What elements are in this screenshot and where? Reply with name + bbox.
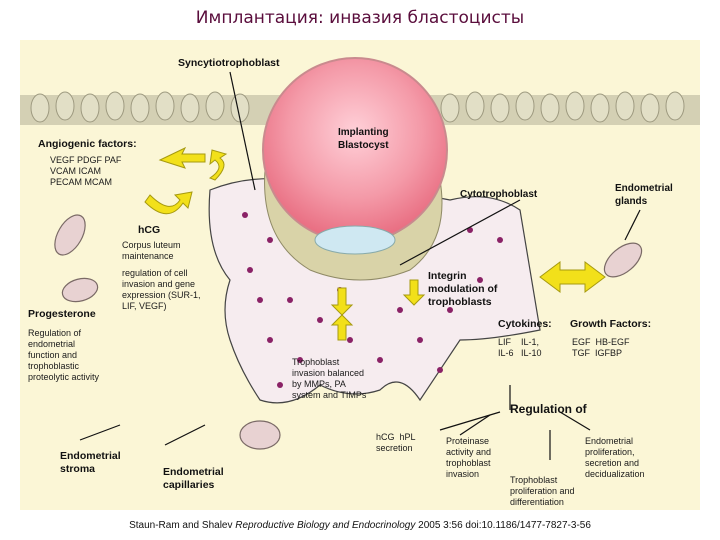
endometrial-stroma-label: Endometrial stroma [60,450,121,475]
regulation-trophoblast: Trophoblast proliferation and differenti… [510,475,575,507]
citation-journal: Reproductive Biology and Endocrinology [235,520,416,531]
inner-cell-mass [314,225,396,255]
progesterone-title: Progesterone [28,308,96,320]
yellow-arrows [144,146,606,341]
cytokines-list: LIF IL-1, IL-6 IL-10 [498,337,542,358]
hcg-title: hCG [138,224,161,236]
endometrial-gland-right [603,242,643,278]
regulation-of-title: Regulation of [510,402,587,416]
citation-details: 2005 3:56 doi:10.1186/1477-7827-3-56 [415,520,591,531]
regulation-hcg-hpl: hCG hPL secretion [376,432,416,453]
growth-factors-list: EGF HB-EGF TGF IGFBP [572,337,630,358]
citation-authors: Staun-Ram and Shalev [129,520,236,531]
epithelium-cells [30,91,685,123]
hcg-regulation-text: regulation of cell invasion and gene exp… [122,268,201,311]
regulation-endometrial: Endometrial proliferation, secretion and… [585,436,645,479]
endometrial-capillaries-label: Endometrial capillaries [163,466,224,491]
growth-factors-title: Growth Factors: [570,318,652,330]
endometrial-glands-label: Endometrial glands [615,183,673,207]
angiogenic-factors-list: VEGF PDGF PAF VCAM ICAM PECAM MCAM [50,155,122,187]
hcg-corpus-luteum: Corpus luteum maintenance [122,240,181,261]
progesterone-text: Regulation of endometrial function and t… [28,328,100,382]
cytotrophoblast-label: Cytotrophoblast [460,189,538,200]
syncytiotrophoblast-label: Syncytiotrophoblast [178,57,280,69]
implanting-blastocyst-label: Implanting Blastocyst [338,127,389,151]
angiogenic-factors-title: Angiogenic factors: [38,138,137,150]
cytokines-title: Cytokines: [498,318,552,330]
endometrial-gland-left [54,214,86,256]
citation: Staun-Ram and Shalev Reproductive Biolog… [0,520,720,531]
page-title: Имплантация: инвазия бластоцисты [195,8,525,28]
endometrial-capillary [239,420,281,450]
implantation-diagram [20,57,700,460]
regulation-proteinase: Proteinase activity and trophoblast inva… [446,436,492,479]
invasion-balance-text: Trophoblast invasion balanced by MMPs, P… [292,357,367,400]
pointer-arrows [79,71,641,460]
endometrial-gland-left-lower [61,277,99,303]
integrin-label: Integrin modulation of trophoblasts [428,270,498,308]
